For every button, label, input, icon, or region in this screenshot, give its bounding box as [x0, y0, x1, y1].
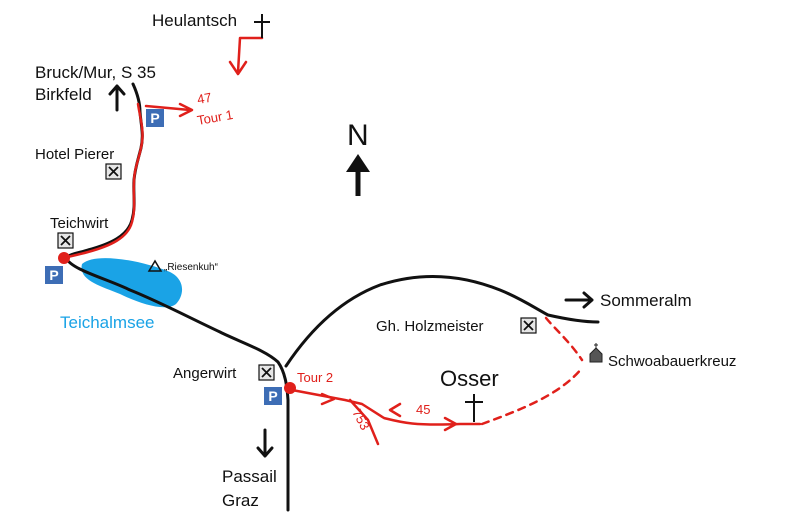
svg-text:P: P	[150, 110, 159, 126]
label-graz: Graz	[222, 491, 259, 510]
label-heulantsch: Heulantsch	[152, 11, 237, 30]
arrow-right-icon	[564, 291, 594, 309]
svg-text:P: P	[268, 388, 277, 404]
label-teichwirt: Teichwirt	[50, 215, 109, 232]
parking-icon: P	[45, 266, 63, 284]
restaurant-icon	[520, 317, 537, 334]
parking-icon: P	[146, 109, 164, 127]
cross-icon	[254, 14, 270, 38]
trail-45-arrow-left	[388, 402, 402, 418]
trail-47-arrow	[178, 102, 194, 118]
label-birkfeld: Birkfeld	[35, 85, 92, 104]
label-north: N	[347, 119, 369, 152]
label-osser: Osser	[440, 366, 499, 391]
label-trail-753: 753	[349, 406, 372, 432]
arrow-up-icon	[108, 84, 126, 112]
restaurant-icon	[258, 364, 275, 381]
label-bruck: Bruck/Mur, S 35	[35, 63, 156, 82]
trail-tour1-road	[62, 102, 144, 260]
restaurant-icon	[105, 163, 122, 180]
chapel-icon	[589, 343, 603, 363]
label-angerwirt: Angerwirt	[173, 365, 237, 382]
trail-tour2-arrow1	[320, 392, 336, 406]
arrow-down-icon	[256, 428, 274, 458]
start-point-teichwirt	[58, 252, 70, 264]
label-passail: Passail	[222, 467, 277, 486]
restaurant-icon	[57, 232, 74, 249]
label-sommeralm: Sommeralm	[600, 291, 692, 310]
label-tour1: Tour 1	[196, 107, 234, 128]
label-teichalmsee: Teichalmsee	[60, 313, 155, 332]
svg-text:P: P	[49, 267, 58, 283]
cross-icon	[465, 394, 483, 422]
trail-dashed-holzmeister	[544, 316, 584, 362]
start-point-angerwirt	[284, 382, 296, 394]
parking-icon: P	[264, 387, 282, 405]
label-hotel-pierer: Hotel Pierer	[35, 146, 114, 163]
trail-dashed-osser	[480, 366, 584, 426]
road-sommeralm	[284, 274, 600, 368]
trail-heulantsch	[236, 36, 264, 74]
trail-tour2-arrow2	[443, 416, 458, 432]
label-trail-47: 47	[196, 90, 213, 107]
trail-tour2	[290, 388, 482, 426]
label-holzmeister: Gh. Holzmeister	[376, 318, 484, 335]
label-schwoabauerkreuz: Schwoabauerkreuz	[608, 353, 736, 370]
trail-753-branch	[348, 398, 380, 446]
label-riesenkuh: „Riesenkuh“	[164, 262, 218, 273]
trail-47	[144, 104, 192, 112]
label-trail-45: 45	[416, 402, 430, 417]
peak-triangle-icon	[147, 259, 163, 272]
label-tour2: Tour 2	[297, 370, 333, 385]
north-arrow-icon	[346, 154, 370, 196]
trail-arrow-down-heulantsch	[228, 60, 248, 76]
